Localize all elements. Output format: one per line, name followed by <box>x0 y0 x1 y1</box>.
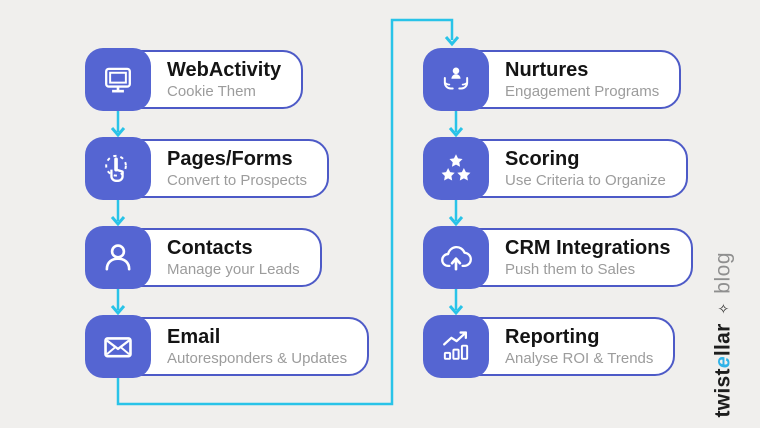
flow-card: Nurtures Engagement Programs <box>423 48 682 111</box>
card-title: WebActivity <box>167 58 282 81</box>
card-subtitle: Analyse ROI & Trends <box>505 349 654 367</box>
cloud-upload-icon <box>423 226 489 289</box>
card-subtitle: Cookie Them <box>167 82 256 100</box>
flow-card: CRM Integrations Push them to Sales <box>423 226 693 289</box>
arrow-head <box>110 305 126 316</box>
right-column: Nurtures Engagement Programs Scoring Use… <box>423 48 693 378</box>
arrow-head <box>110 216 126 227</box>
person-icon <box>85 226 151 289</box>
arrow-head <box>444 36 460 47</box>
brand-name: twistellar <box>711 323 734 418</box>
sparkle-icon: ✧ <box>714 302 731 315</box>
flow-card: WebActivity Cookie Them <box>85 48 304 111</box>
card-title: Nurtures <box>505 58 589 81</box>
card-subtitle: Manage your Leads <box>167 260 300 278</box>
card-subtitle: Autoresponders & Updates <box>167 349 348 367</box>
card-title: Contacts <box>167 236 253 259</box>
arrow-head <box>110 127 126 138</box>
stars-icon <box>423 137 489 200</box>
brand-logo: twistellar ✧ blog <box>705 252 741 418</box>
flow-card: Contacts Manage your Leads <box>85 226 322 289</box>
card-title: Pages/Forms <box>167 147 293 170</box>
flow-card: Email Autoresponders & Updates <box>85 315 370 378</box>
arrow-head <box>448 127 464 138</box>
card-title: CRM Integrations <box>505 236 671 259</box>
flow-card: Reporting Analyse ROI & Trends <box>423 315 676 378</box>
brand-accent-letter: e <box>711 356 734 369</box>
envelope-icon <box>85 315 151 378</box>
card-subtitle: Use Criteria to Organize <box>505 171 666 189</box>
flow-card: Pages/Forms Convert to Prospects <box>85 137 330 200</box>
tap-icon <box>85 137 151 200</box>
card-subtitle: Convert to Prospects <box>167 171 308 189</box>
care-hands-icon <box>423 48 489 111</box>
card-subtitle: Push them to Sales <box>505 260 636 278</box>
loop-connector-line <box>116 18 454 406</box>
arrow-head <box>448 305 464 316</box>
chart-icon <box>423 315 489 378</box>
card-title: Scoring <box>505 147 580 170</box>
card-title: Reporting <box>505 325 600 348</box>
card-title: Email <box>167 325 221 348</box>
arrow-head <box>448 216 464 227</box>
flow-card: Scoring Use Criteria to Organize <box>423 137 688 200</box>
monitor-icon <box>85 48 151 111</box>
left-column: WebActivity Cookie Them Pages/Forms Conv… <box>85 48 370 378</box>
card-subtitle: Engagement Programs <box>505 82 660 100</box>
brand-blog-label: blog <box>711 252 734 294</box>
